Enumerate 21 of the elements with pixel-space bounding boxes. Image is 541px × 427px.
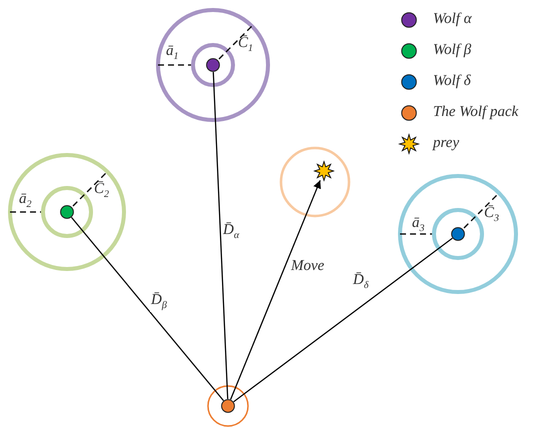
wolf-marker [206,58,220,72]
connector-line [212,72,228,400]
vector-label: C̄$_{2}$ [94,182,110,200]
connector-line [233,238,453,402]
prey-star [314,161,334,181]
legend-text: The Wolf pack [433,105,518,120]
wolf-marker [221,399,235,413]
vector-label: C̄$_{1}$ [238,36,254,54]
edge-label: D̄$_{β}$ [150,292,168,312]
arrow [230,180,321,400]
wolf-marker [60,205,74,219]
vector-label: ā$_{1}$ [166,44,178,62]
connector-line [71,217,224,401]
legend-text: prey [433,136,460,151]
legend-text: Wolf δ [433,74,471,89]
legend-text: Wolf α [433,12,472,27]
vector-label: C̄$_{3}$ [484,206,500,224]
vector-label: ā$_{2}$ [19,192,32,210]
wolf-marker [451,227,465,241]
legend-text: Wolf β [433,43,472,58]
vector-label: ā$_{3}$ [412,216,424,234]
